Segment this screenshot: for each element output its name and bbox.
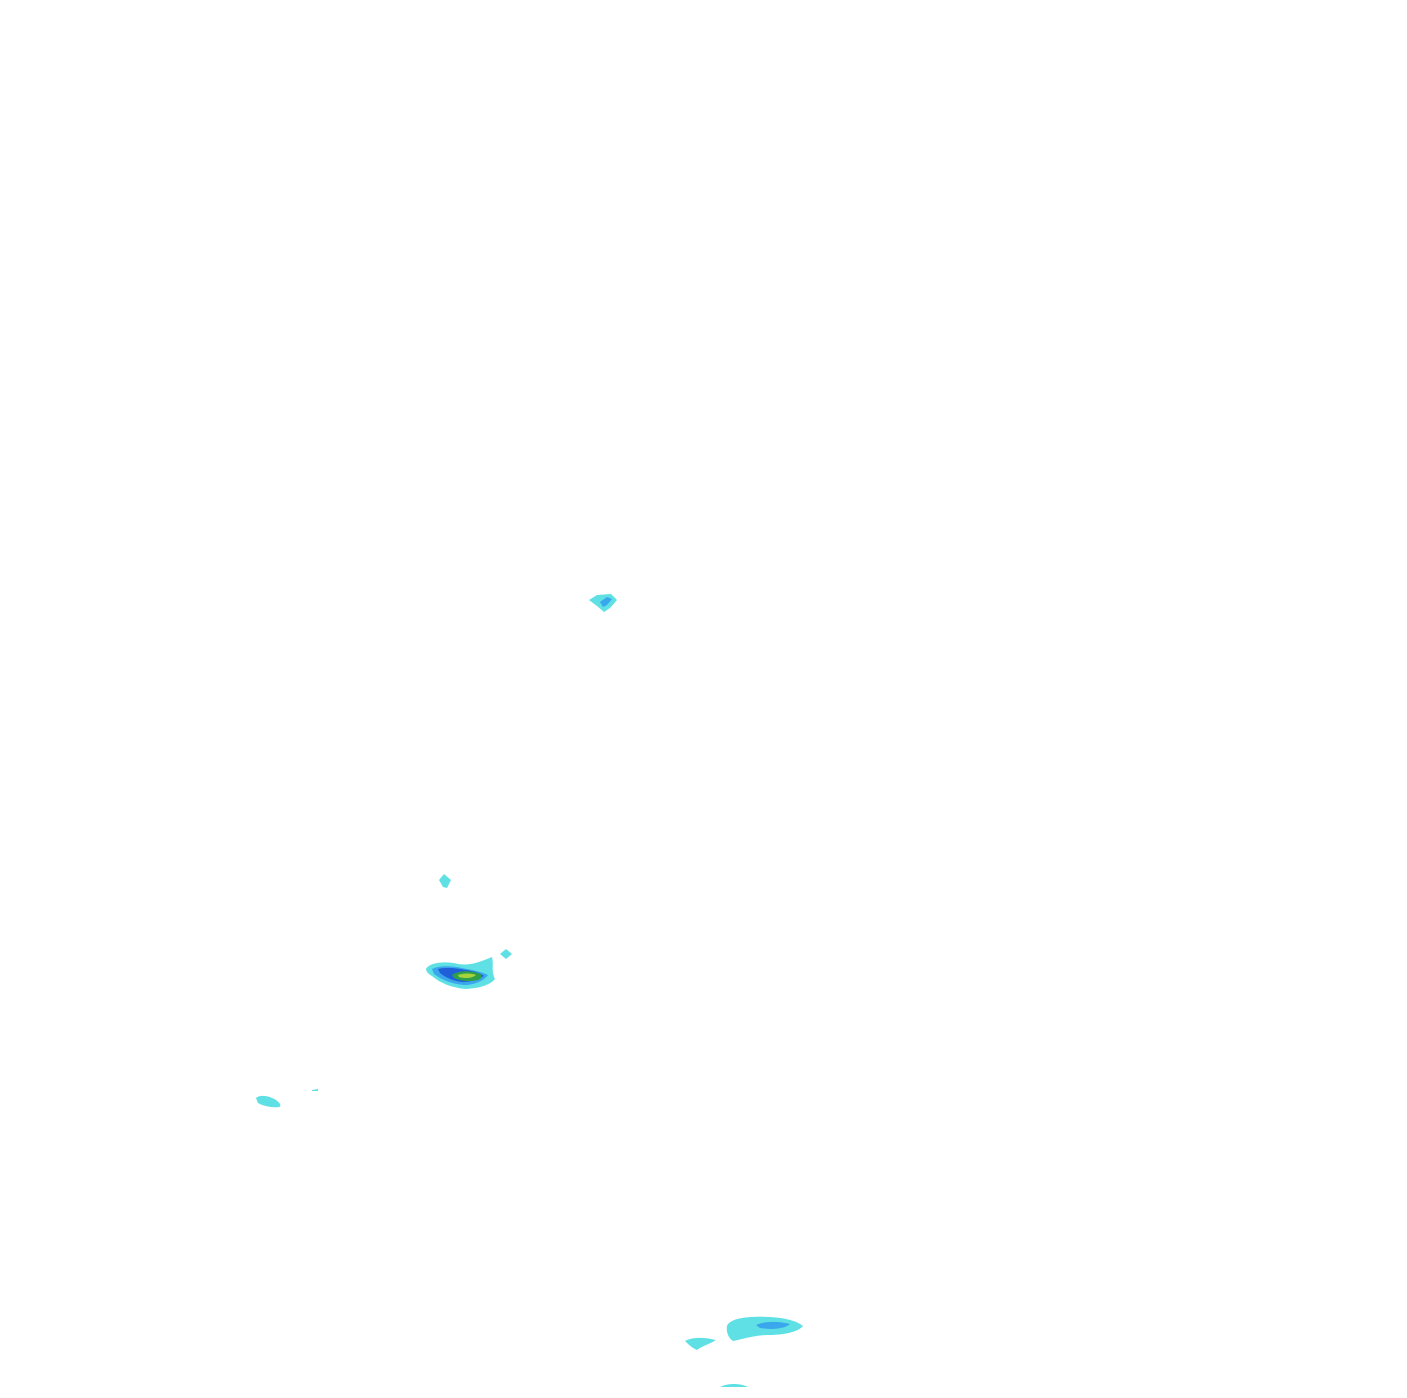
contour-cell <box>312 1089 318 1091</box>
contour-cell <box>726 1316 803 1341</box>
contour-level-2 <box>600 597 612 607</box>
contour-level-2 <box>756 1321 790 1329</box>
contour-cell <box>720 1384 748 1387</box>
contour-level-5 <box>458 973 476 979</box>
contour-cell <box>439 874 451 888</box>
contour-level-1 <box>720 1384 748 1387</box>
contour-level-1 <box>312 1089 318 1091</box>
contour-level-1 <box>439 874 451 888</box>
contour-cell <box>685 1337 716 1350</box>
contour-level-1 <box>685 1337 716 1350</box>
contour-level-1 <box>500 949 512 959</box>
contour-level-1 <box>256 1095 281 1108</box>
contour-cell <box>589 594 617 612</box>
contour-cell <box>256 1095 281 1108</box>
contour-cell <box>426 957 495 989</box>
contour-cell <box>500 949 512 959</box>
contour-level-1 <box>726 1316 803 1341</box>
